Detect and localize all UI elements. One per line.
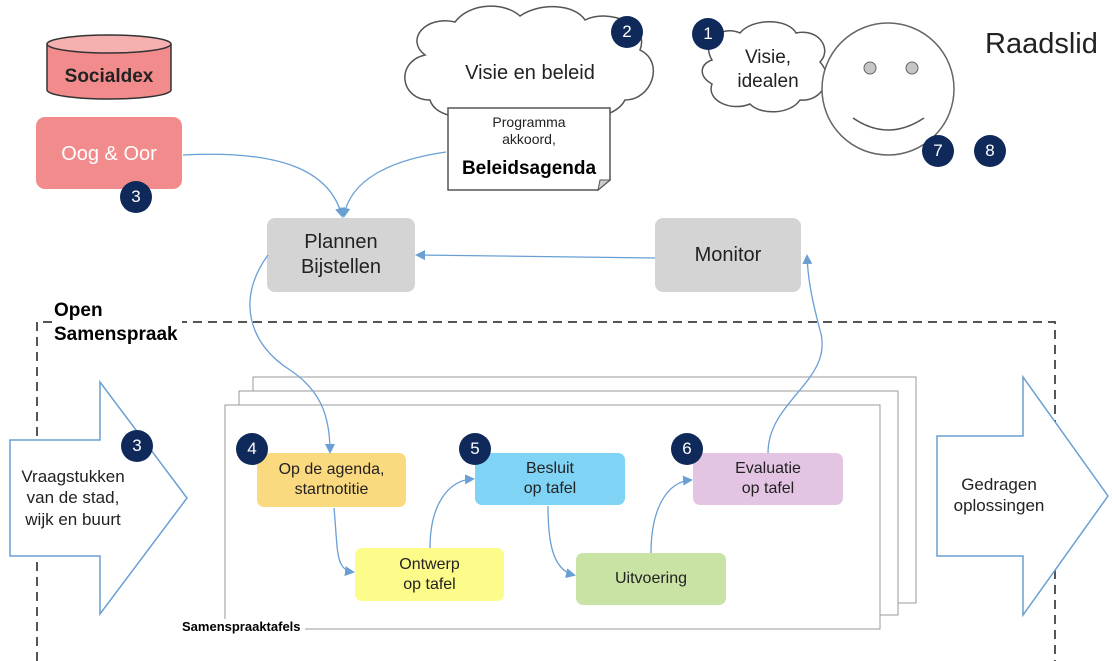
- connector-agenda-to-ontwerp: [333, 507, 355, 577]
- visie-idealen-label: Visie, idealen: [737, 47, 799, 92]
- connector-monitor-to-plannen: [415, 250, 656, 261]
- samenspraaktafels-label: Samenspraaktafels: [178, 619, 305, 636]
- badge-6: 6: [671, 433, 703, 465]
- besluit-label: Besluit op tafel: [523, 460, 577, 497]
- connector-plannen-to-agenda: [249, 254, 335, 454]
- gedragen-arrow: [936, 374, 1109, 618]
- open-samenspraak-label: Open Samenspraak: [54, 299, 182, 347]
- socialdex-cylinder-icon: [46, 34, 172, 100]
- oog-oor-label: Oog & Oor: [61, 142, 157, 165]
- plannen-bijstellen-box: [267, 218, 415, 292]
- connector-uitvoering-to-evaluatie: [650, 475, 693, 554]
- monitor-label: Monitor: [694, 243, 762, 266]
- connectors: [182, 151, 823, 579]
- ontwerp-label: Ontwerp op tafel: [399, 555, 460, 593]
- socialdex-label: Socialdex: [64, 66, 154, 88]
- vraagstukken-label: Vraagstukken van de stad, wijk en buurt: [21, 467, 125, 529]
- agenda-label: Op de agenda, startnotitie: [278, 461, 385, 498]
- visie-beleid-label: Visie en beleid: [465, 61, 595, 84]
- gedragen-label: Gedragen oplossingen: [953, 474, 1045, 515]
- document-beleidsagenda-label: Beleidsagenda: [461, 158, 597, 180]
- badge-2: 2: [611, 16, 643, 48]
- connector-evaluatie-to-monitor: [767, 254, 823, 454]
- monitor-box: [655, 218, 801, 292]
- evaluatie-box: [693, 453, 843, 505]
- badge-3-oog: 3: [120, 181, 152, 213]
- besluit-box: [475, 453, 625, 505]
- smiley-face-icon: [821, 22, 955, 156]
- connector-besluit-to-uitvoering: [547, 505, 576, 579]
- raadslid-title: Raadslid: [985, 28, 1098, 60]
- badge-8: 8: [974, 135, 1006, 167]
- badge-3-vraagstukken: 3: [121, 430, 153, 462]
- badge-4: 4: [236, 433, 268, 465]
- evaluatie-label: Evaluatie op tafel: [735, 460, 801, 497]
- uitvoering-box: [576, 553, 726, 605]
- badge-7: 7: [922, 135, 954, 167]
- badge-1: 1: [692, 18, 724, 50]
- plannen-bijstellen-label: Plannen Bijstellen: [300, 231, 382, 278]
- badge-5: 5: [459, 433, 491, 465]
- document-programma-label: Programma akkoord,: [492, 113, 566, 148]
- agenda-box: [257, 453, 406, 507]
- document-fold: [597, 179, 612, 192]
- tafel-sheet-front: [224, 404, 881, 630]
- connector-document-to-plannen: [340, 151, 447, 218]
- oog-oor-box: [36, 117, 182, 189]
- connector-ontwerp-to-besluit: [429, 474, 475, 549]
- ontwerp-box: [355, 548, 504, 601]
- uitvoering-label: Uitvoering: [614, 570, 688, 587]
- connector-oog-to-plannen: [182, 153, 345, 218]
